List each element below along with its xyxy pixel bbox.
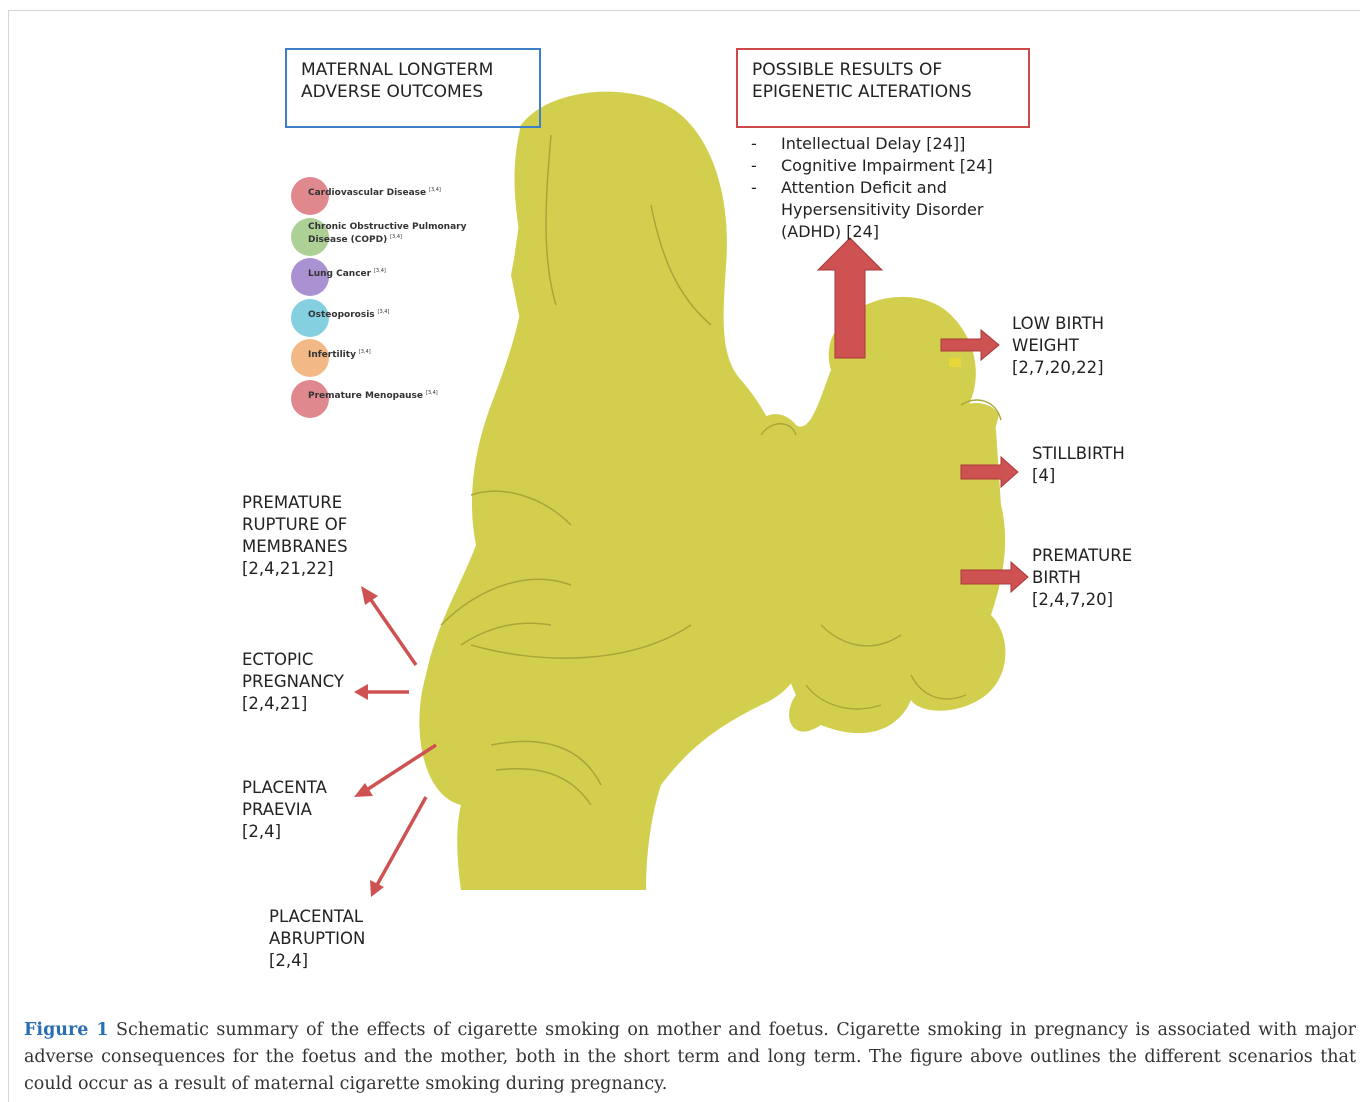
bubble-label: Premature Menopause (308, 390, 424, 401)
label-ectopic-pregnancy: ECTOPIC PREGNANCY [2,4,21] (242, 649, 344, 715)
label-line: [4] (1032, 466, 1056, 485)
epigenetic-arrow (816, 237, 884, 359)
maternal-box-line2: ADVERSE OUTCOMES (301, 82, 484, 102)
premature-birth-arrow (960, 560, 1029, 594)
bubble-label: Disease (COPD) (308, 234, 388, 245)
epigenetic-box: POSSIBLE RESULTS OF EPIGENETIC ALTERATIO… (736, 48, 1030, 128)
bubble-ref: [3,4] (425, 389, 438, 396)
label-low-birth-weight: LOW BIRTH WEIGHT [2,7,20,22] (1012, 313, 1104, 379)
label-line: [2,4] (242, 822, 282, 841)
mother-silhouette (419, 91, 815, 891)
figure-label: Figure 1 (24, 1020, 109, 1040)
list-dash: - (751, 178, 757, 197)
mother-outline (440, 134, 712, 806)
label-line: MEMBRANES (242, 537, 348, 556)
label-line: [2,4,7,20] (1032, 590, 1114, 609)
label-premature-birth: PREMATURE BIRTH [2,4,7,20] (1032, 545, 1132, 611)
bubble-label: Osteoporosis (308, 309, 375, 320)
label-line: PRAEVIA (242, 800, 312, 819)
bubble-label: Cardiovascular Disease (308, 188, 427, 198)
label-line: BIRTH (1032, 568, 1081, 587)
epigenetic-box-line1: POSSIBLE RESULTS OF (752, 60, 943, 80)
list-item: - Intellectual Delay [24]] (751, 133, 993, 155)
list-item: - Cognitive Impairment [24] (751, 155, 993, 177)
bubble-ref: [3,4] (377, 308, 390, 315)
content-frame (8, 10, 1360, 1102)
bubble-circle (291, 177, 329, 215)
yellow-marker (949, 358, 961, 367)
bubble-circle (291, 339, 329, 377)
label-line: PLACENTAL (269, 907, 364, 926)
label-stillbirth: STILLBIRTH [4] (1032, 443, 1125, 487)
label-premature-rupture: PREMATURE RUPTURE OF MEMBRANES [2,4,21,2… (242, 492, 348, 580)
bubble-circle (291, 298, 329, 337)
label-line: LOW BIRTH (1012, 314, 1105, 333)
list-dash: - (751, 156, 757, 175)
label-line: WEIGHT (1012, 336, 1079, 355)
label-placenta-praevia: PLACENTA PRAEVIA [2,4] (242, 777, 327, 843)
label-line: ECTOPIC (242, 650, 314, 669)
list-item: - Attention Deficit and Hypersensitivity… (751, 177, 993, 243)
caption-text: Schematic summary of the effects of ciga… (24, 1020, 1356, 1094)
label-line: ABRUPTION (269, 929, 366, 948)
bubble-ref: [3,4] (429, 187, 441, 193)
bubble-label: Chronic Obstructive Pulmonary (308, 221, 467, 232)
bubble-ref: [3,4] (390, 233, 402, 240)
praevia-arrow-line (364, 743, 437, 793)
label-line: [2,4,21,22] (242, 559, 334, 578)
label-placental-abruption: PLACENTAL ABRUPTION [2,4] (269, 906, 365, 972)
baby-silhouette (756, 296, 1006, 734)
figure-caption: Figure 1 Schematic summary of the effect… (24, 1017, 1356, 1098)
label-line: [2,4] (269, 951, 309, 970)
stillbirth-arrow (960, 455, 1019, 489)
label-line: PREGNANCY (242, 672, 344, 691)
rupture-arrow-line (367, 596, 418, 666)
bubble-ref: [3,4] (373, 268, 386, 274)
epigenetic-list: - Intellectual Delay [24]] - Cognitive I… (751, 133, 993, 243)
label-line: PREMATURE (242, 493, 343, 512)
list-item-text: Hypersensitivity Disorder (781, 200, 984, 219)
baby-outline (760, 399, 1002, 710)
label-line: RUPTURE OF (242, 515, 348, 534)
label-line: [2,7,20,22] (1012, 358, 1104, 377)
label-line: [2,4,21] (242, 694, 308, 713)
bubble-circle (291, 258, 329, 296)
label-line: STILLBIRTH (1032, 444, 1125, 463)
low-birth-weight-arrow (940, 328, 1000, 362)
list-item-text: (ADHD) [24] (781, 222, 880, 241)
maternal-outcomes-box: MATERNAL LONGTERM ADVERSE OUTCOMES (285, 48, 541, 128)
list-item-text: Attention Deficit and (781, 178, 947, 197)
bubble-label: Lung Cancer (308, 269, 372, 279)
figure-image: MATERNAL LONGTERM ADVERSE OUTCOMES POSSI… (221, 25, 1159, 990)
list-item-text: Intellectual Delay [24]] (781, 134, 966, 153)
label-line: PLACENTA (242, 778, 327, 797)
epigenetic-box-line2: EPIGENETIC ALTERATIONS (752, 82, 972, 102)
list-dash: - (751, 134, 757, 153)
label-line: PREMATURE (1032, 546, 1133, 565)
figure-illustration (354, 91, 1029, 897)
maternal-box-line1: MATERNAL LONGTERM (301, 60, 494, 80)
abruption-arrow-line (375, 796, 428, 886)
bubble-label: Infertility (308, 350, 356, 360)
bubble-circle (291, 217, 329, 256)
list-item-text: Cognitive Impairment [24] (781, 156, 993, 175)
bubble-ref: [3,4] (358, 349, 371, 355)
bubble-circle (291, 379, 329, 418)
